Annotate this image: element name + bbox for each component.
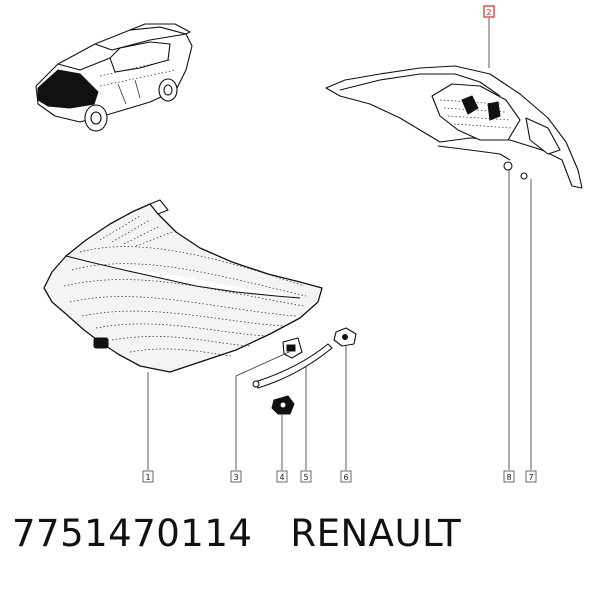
callout-6: 6 (340, 470, 352, 483)
hinge-part (282, 337, 303, 359)
callout-3-label: 3 (233, 473, 238, 482)
callout-5: 5 (300, 470, 312, 483)
callout-1: 1 (142, 470, 154, 483)
callout-2: 2 (483, 5, 495, 18)
callout-5-label: 5 (303, 473, 308, 482)
callout-4: 4 (276, 470, 288, 483)
callout-8: 8 (503, 470, 515, 483)
callout-1-label: 1 (145, 473, 150, 482)
hood-part (43, 199, 323, 373)
brand-name: RENAULT (290, 512, 462, 555)
footer-caption: 7751470114 RENAULT (12, 512, 592, 572)
part-number: 7751470114 (12, 512, 253, 555)
hood-prop-rod-part (252, 343, 333, 389)
callout-7: 7 (525, 470, 537, 483)
callout-2-label: 2 (486, 8, 491, 17)
callout-6-label: 6 (343, 473, 348, 482)
callout-7-label: 7 (528, 473, 533, 482)
clip-part (333, 327, 357, 347)
callout-3: 3 (230, 470, 242, 483)
leader-lines (147, 18, 532, 470)
trunk-lid-part (325, 65, 583, 189)
latch-part (271, 395, 295, 415)
car-illustration (35, 23, 193, 132)
callout-4-label: 4 (279, 473, 284, 482)
callout-8-label: 8 (506, 473, 511, 482)
